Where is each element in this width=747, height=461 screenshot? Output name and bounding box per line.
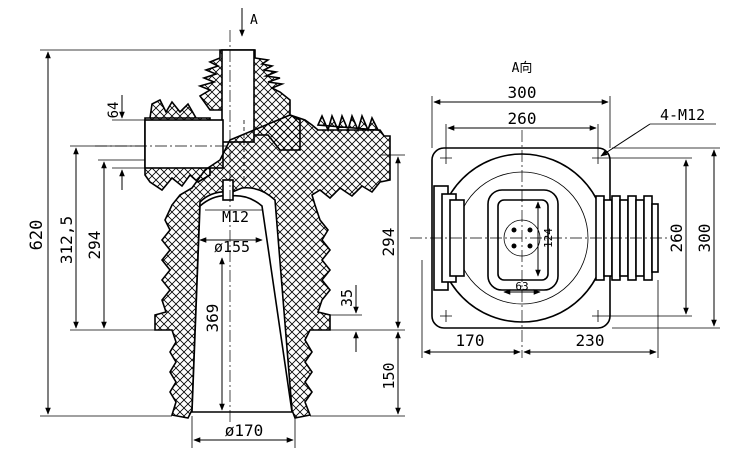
thread-label: M12: [222, 208, 249, 226]
terminal-dot: [527, 243, 533, 249]
bolt-hole: [440, 310, 452, 322]
top-view: A向: [410, 60, 720, 358]
thread-insert: [222, 179, 234, 201]
dim-300-right: 300: [695, 224, 714, 253]
dim-260-right: 260: [667, 224, 686, 253]
dim-150: 150: [380, 362, 398, 389]
top-bore: [221, 49, 255, 143]
dim-155: ø155: [214, 238, 250, 256]
arrow-label: A: [250, 13, 258, 28]
center-square-inner: [497, 199, 549, 281]
dim-294-left: 294: [85, 231, 104, 260]
dim-230-bottom: 230: [576, 331, 605, 350]
leader-arrow: [600, 123, 651, 157]
dim-260-top: 260: [508, 109, 537, 128]
bolt-holes: [440, 152, 604, 322]
dim-300-top: 300: [508, 83, 537, 102]
bolt-label: 4-M12: [660, 106, 705, 124]
dim-63: 63: [515, 280, 528, 293]
dim-170-bottom: 170: [456, 331, 485, 350]
dim-312: 312,5: [57, 216, 76, 264]
bolt-hole: [592, 310, 604, 322]
main-body: [154, 113, 391, 419]
terminal-dot: [527, 227, 533, 233]
dim-124: 124: [542, 228, 555, 248]
view-label: A向: [512, 60, 533, 76]
bolt-hole: [592, 152, 604, 164]
main-body-hatch: [154, 114, 391, 419]
left-bore: [144, 119, 224, 169]
terminal-dot: [511, 243, 517, 249]
dim-64: 64: [106, 102, 122, 119]
dim-620: 620: [27, 220, 47, 251]
dim-170: ø170: [225, 421, 264, 440]
dim-369: 369: [203, 304, 222, 333]
dim-294-right: 294: [379, 228, 398, 257]
side-view: A 620 312,5 294 64 M12 ø155 369: [27, 8, 405, 448]
dim-35: 35: [338, 289, 356, 307]
left-terminal: [95, 98, 230, 192]
terminal-dot: [511, 227, 517, 233]
bolt-hole: [440, 152, 452, 164]
right-terminal-sheds: [316, 113, 380, 133]
